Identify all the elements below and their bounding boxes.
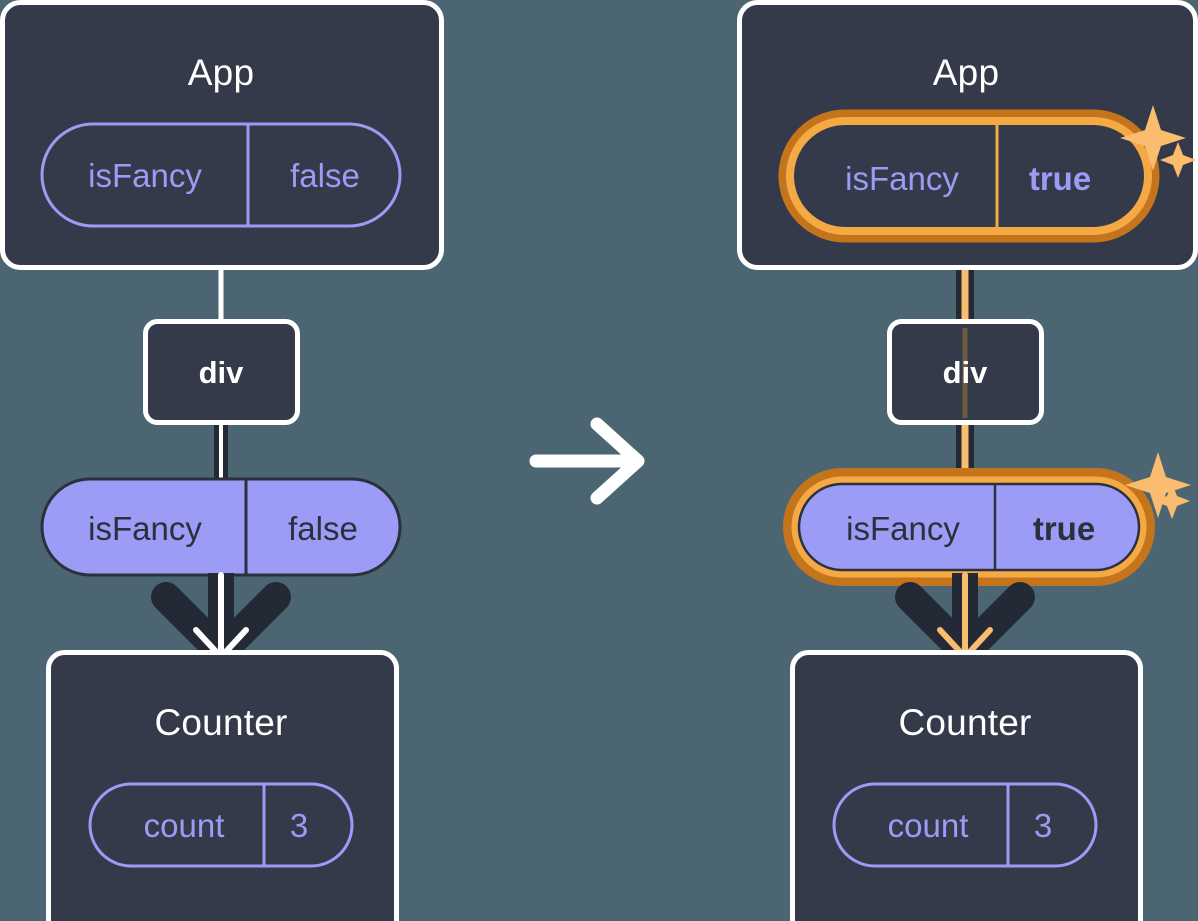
app-state-pill-left	[40, 122, 402, 228]
sparkle-icon-app	[1120, 105, 1196, 178]
counter-state-pill-left	[88, 782, 354, 868]
counter-box-right	[790, 650, 1143, 921]
app-state-pill-right	[778, 109, 1160, 243]
sparkle-icon-props	[1125, 452, 1191, 519]
counter-state-pill-right	[832, 782, 1098, 868]
arrow-props-to-counter-left	[151, 572, 291, 667]
transition-arrow-icon	[529, 417, 645, 505]
props-pill-left	[40, 477, 402, 577]
app-box-left	[0, 0, 444, 270]
props-pill-right	[783, 468, 1155, 586]
counter-box-left	[46, 650, 399, 921]
div-box-left	[143, 319, 300, 425]
